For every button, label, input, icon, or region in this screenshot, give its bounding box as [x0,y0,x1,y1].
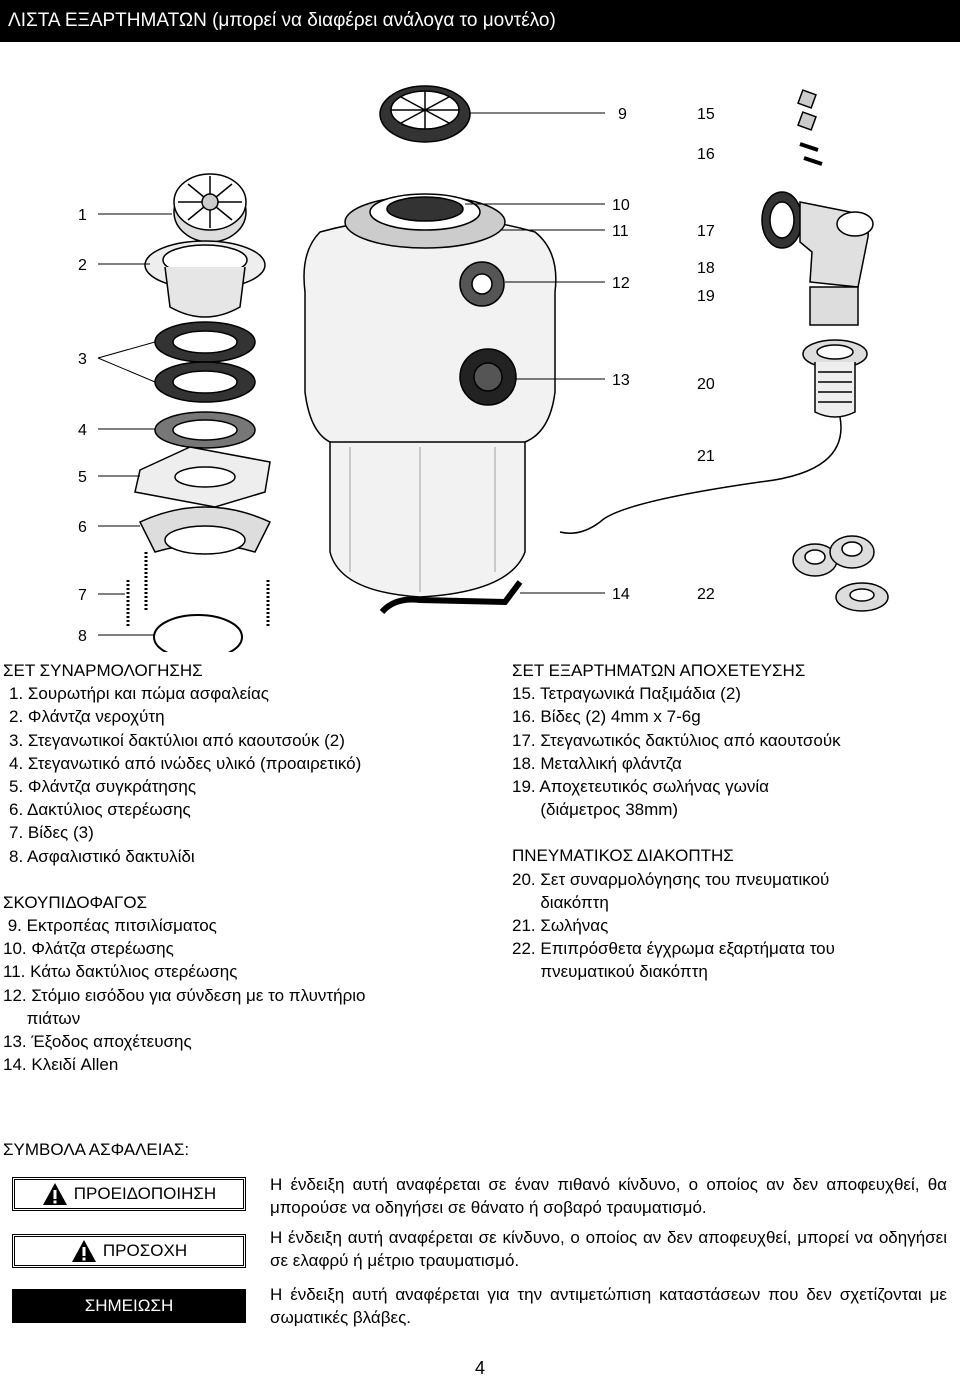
callout-5: 5 [78,469,87,486]
air-tube-illustration [559,416,842,534]
warning-triangle-icon [42,1183,67,1205]
caution-description: Η ένδειξη αυτή αναφέρεται σε κίνδυνο, ο … [270,1228,947,1270]
callout-15: 15 [697,106,715,123]
drain-title: ΣΕΤ ΕΞΑΡΤΗΜΑΤΩΝ ΑΠΟΧΕΤΕΥΣΗΣ [512,661,806,680]
warning-label: ΠΡΟΕΙΔΟΠΟΙΗΣΗ [73,1184,217,1203]
assembly-item: 7. Βίδες (3) [9,823,94,843]
warning-description: Η ένδειξη αυτή αναφέρεται σε έναν πιθανό… [270,1175,947,1217]
caution-symbol: ΠΡΟΣΟΧΗ [12,1234,246,1268]
parts-diagram: 1 2 3 4 5 6 7 8 9 10 11 12 13 14 15 16 1… [78,85,889,652]
note-symbol: ΣΗΜΕΙΩΣΗ [12,1289,246,1323]
callout-3: 3 [78,351,87,368]
drain-item: 17. Στεγανωτικός δακτύλιος από καουτσούκ [512,730,841,750]
callout-16: 16 [697,146,715,163]
page-title: ΛΙΣΤΑ ΕΞΑΡΤΗΜΑΤΩΝ (μπορεί να διαφέρει αν… [8,10,556,31]
drain-item: (διάμετρος 38mm) [512,800,679,820]
disposer-item: 14. Κλειδί Allen [3,1055,119,1075]
disposer-item: πιάτων [3,1008,81,1028]
callout-17: 17 [697,223,715,240]
callout-22: 22 [697,586,715,603]
callout-6: 6 [78,519,87,536]
callout-12: 12 [612,275,630,292]
callout-10: 10 [612,197,630,214]
assembly-item: 1. Σουρωτήρι και πώμα ασφαλείας [9,684,269,704]
air-switch-item: διακόπτη [512,892,609,912]
assembly-item: 8. Ασφαλιστικό δακτυλίδι [9,846,195,866]
square-nuts-illustration [797,89,817,109]
callout-11: 11 [612,223,629,240]
assembly-item: 2. Φλάντζα νεροχύτη [9,707,165,727]
caution-triangle-icon [71,1240,96,1262]
disposer-item: 9. Εκτροπέας πιτσιλίσματος [3,916,217,936]
drain-item: 18. Μεταλλική φλάντζα [512,753,682,773]
assembly-item: 3. Στεγανωτικοί δακτύλιοι από καουτσούκ … [9,730,345,750]
page-header: ΛΙΣΤΑ ΕΞΑΡΤΗΜΑΤΩΝ (μπορεί να διαφέρει αν… [0,0,960,42]
disposer-item: 13. Έξοδος αποχέτευσης [3,1032,192,1052]
allen-wrench-illustration [379,580,523,615]
note-description: Η ένδειξη αυτή αναφέρεται για την αντιμε… [270,1285,947,1327]
callout-8: 8 [78,628,87,645]
caution-label: ΠΡΟΣΟΧΗ [102,1241,188,1260]
disposer-item: 11. Κάτω δακτύλιος στερέωσης [3,962,238,982]
warning-symbol: ΠΡΟΕΙΔΟΠΟΙΗΣΗ [12,1177,246,1211]
disposer-item: 12. Στόμιο εισόδου για σύνδεση με το πλυ… [3,985,366,1005]
small-screws-illustration [799,142,823,166]
snap-ring-illustration [153,614,243,652]
assembly-title: ΣΕΤ ΣΥΝΑΡΜΟΛΟΓΗΣΗΣ [3,661,203,680]
safety-symbols-title: ΣΥΜΒΟΛΑ ΑΣΦΑΛΕΙΑΣ: [3,1140,190,1159]
callout-13: 13 [612,372,630,389]
parts-list-right: ΣΕΤ ΕΞΑΡΤΗΜΑΤΩΝ ΑΠΟΧΕΤΕΥΣΗΣ 15. Τετραγων… [512,659,952,984]
disposer-illustration [303,193,557,598]
air-switch-title: ΠΝΕΥΜΑΤΙΚΟΣ ΔΙΑΚΟΠΤΗΣ [512,846,734,866]
callout-1: 1 [78,207,87,224]
disposer-title: ΣΚΟΥΠΙΔΟΦΑΓΟΣ [3,892,148,912]
callout-4: 4 [78,422,87,439]
discharge-elbow-illustration [761,191,874,326]
assembly-item: 5. Φλάντζα συγκράτησης [9,777,197,797]
callout-18: 18 [697,260,715,277]
air-switch-item: πνευματικού διακόπτη [512,962,708,982]
callout-14: 14 [612,586,630,603]
note-label: ΣΗΜΕΙΩΣΗ [84,1296,174,1315]
air-switch-illustration [802,339,868,418]
drain-item: 16. Βίδες (2) 4mm x 7-6g [512,707,701,727]
colored-parts-illustration [792,535,889,612]
sink-flange-illustration [144,240,266,318]
assembly-item: 4. Στεγανωτικό από ινώδες υλικό (προαιρε… [9,753,362,773]
disposer-item: 10. Φλάτζα στερέωσης [3,939,174,959]
strainer-illustration [173,173,247,243]
assembly-item: 6. Δακτύλιος στερέωσης [9,800,191,820]
callout-21: 21 [697,448,715,465]
drain-item: 15. Τετραγωνικά Παξιμάδια (2) [512,684,741,704]
parts-list-left: ΣΕΤ ΣΥΝΑΡΜΟΛΟΓΗΣΗΣ 1. Σουρωτήρι και πώμα… [3,659,473,1076]
page-number: 4 [474,1358,485,1378]
air-switch-item: 21. Σωλήνας [512,916,609,936]
screws-illustration [126,552,270,627]
callout-9: 9 [618,106,627,123]
callout-2: 2 [78,257,87,274]
callout-7: 7 [78,587,87,604]
air-switch-item: 20. Σετ συναρμολόγησης του πνευματικού [512,869,830,889]
callout-19: 19 [697,288,715,305]
callout-20: 20 [697,376,715,393]
drain-item: 19. Αποχετευτικός σωλήνας γωνία [512,777,770,797]
air-switch-item: 22. Επιπρόσθετα έγχρωμα εξαρτήματα του [512,939,835,959]
